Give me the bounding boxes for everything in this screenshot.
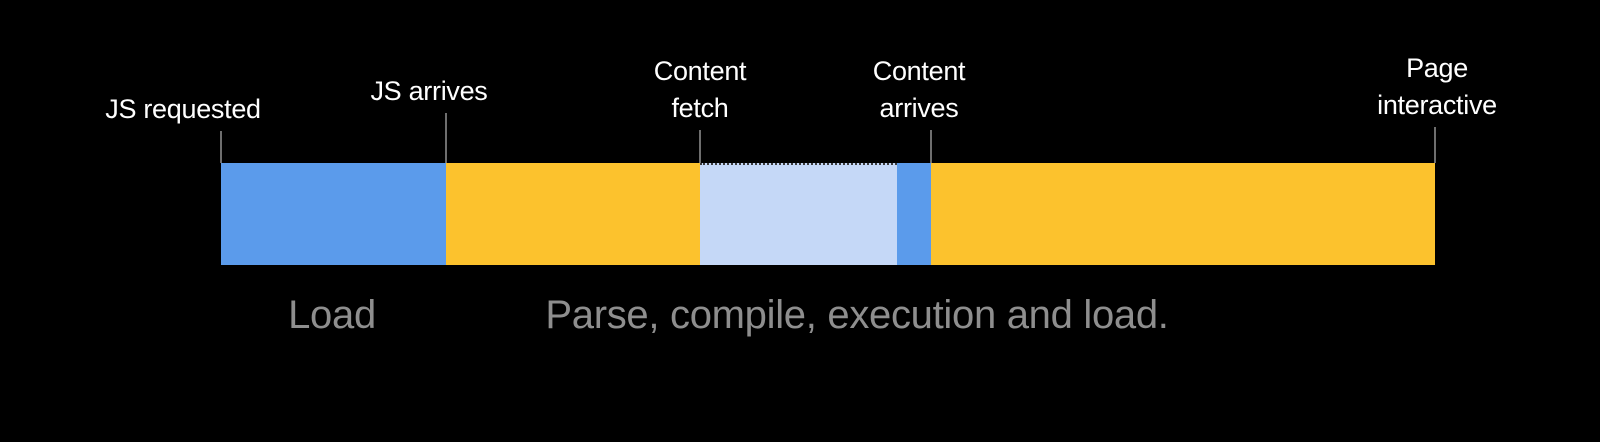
milestone-tick-content-arrives: [930, 130, 932, 163]
milestone-tick-content-fetch: [699, 130, 701, 163]
milestone-label-content-arrives: Content arrives: [872, 56, 966, 123]
segment-parse-compile-1: [446, 163, 700, 265]
milestone-label-content-fetch: Content fetch: [653, 56, 747, 123]
milestone-label-js-requested: JS requested: [105, 94, 261, 124]
segment-content-download: [897, 163, 931, 265]
milestone-label-page-interactive: Page interactive: [1377, 53, 1497, 120]
milestone-label-js-arrives: JS arrives: [370, 76, 488, 106]
phase-label-parse-compile: Parse, compile, execution and load.: [545, 293, 1169, 337]
phase-label-load: Load: [288, 293, 376, 337]
milestone-tick-js-arrives: [445, 113, 447, 163]
milestone-tick-js-requested: [220, 131, 222, 163]
milestone-tick-page-interactive: [1434, 127, 1436, 163]
timeline-bar: [221, 163, 1435, 265]
segment-js-download: [221, 163, 446, 265]
segment-parse-compile-2: [931, 163, 1435, 265]
segment-content-fetch: [700, 163, 897, 265]
